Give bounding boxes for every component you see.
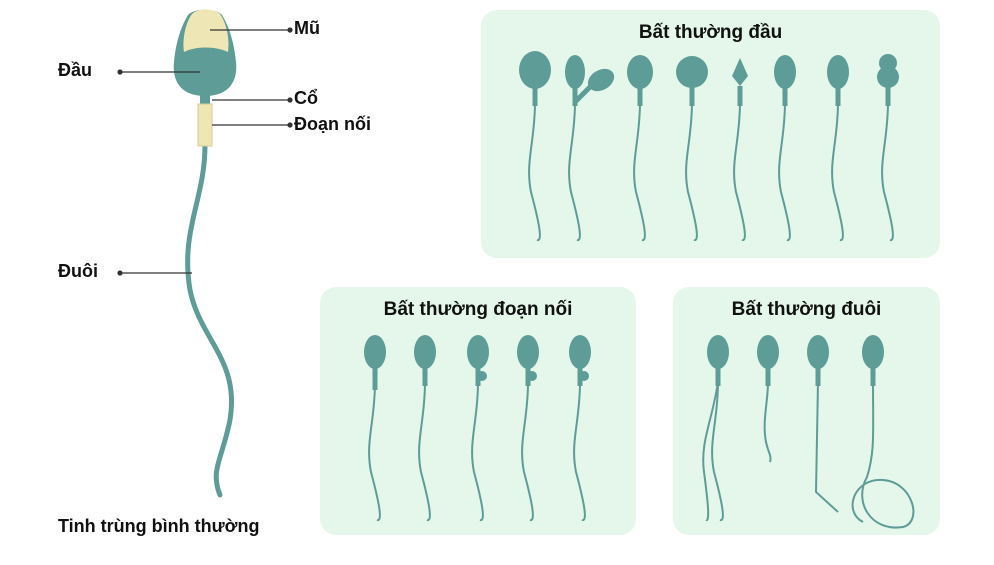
normal-midpiece — [197, 103, 213, 147]
sperm — [467, 335, 489, 521]
sperm-tail — [633, 101, 646, 241]
sperm — [757, 335, 779, 463]
sperm-tail — [685, 101, 698, 241]
sperm — [565, 55, 615, 241]
panel-title: Bất thường đầu — [638, 22, 783, 43]
sperm — [851, 335, 915, 529]
sperm-head — [414, 335, 436, 369]
sperm-head — [757, 335, 779, 369]
sperm-tail — [881, 101, 894, 241]
sperm-tail — [528, 101, 541, 241]
sperm-tail — [521, 381, 534, 521]
sperm — [676, 56, 708, 241]
sperm-midpiece — [422, 366, 428, 386]
sperm-tail — [573, 381, 586, 521]
sperm-head — [827, 55, 849, 89]
sperm-head — [732, 58, 748, 86]
sperm — [517, 335, 539, 521]
sperm-tail — [368, 381, 381, 521]
sperm-midpiece — [870, 366, 876, 386]
normal-neck — [200, 92, 210, 106]
sperm-head — [517, 335, 539, 369]
sperm-midpiece — [572, 86, 578, 106]
sperm — [519, 51, 551, 241]
sperm-head — [565, 55, 585, 89]
sperm-midpiece — [689, 86, 695, 106]
normal-tail — [185, 142, 234, 498]
sperm-midpiece — [532, 86, 538, 106]
sperm-midpiece — [815, 366, 821, 386]
sperm-tail — [763, 381, 772, 463]
caption-normal-sperm: Tinh trùng bình thường — [58, 516, 260, 536]
sperm-midpiece — [737, 86, 743, 106]
sperm — [702, 335, 729, 522]
sperm-head — [774, 55, 796, 89]
sperm-head — [807, 335, 829, 369]
normal-cap — [183, 9, 229, 52]
sperm — [414, 335, 436, 521]
sperm-tail — [814, 381, 839, 513]
panel-head-abnormal: Bất thường đầu — [481, 10, 940, 258]
sperm-head — [519, 51, 551, 89]
sperm-head — [364, 335, 386, 369]
panel-tail-abnormal: Bất thường đuôi — [673, 287, 940, 535]
sperm-head — [862, 335, 884, 369]
sperm-second-neck — [573, 85, 592, 104]
sperm-tail-extra — [702, 381, 719, 522]
sperm-head — [569, 335, 591, 369]
sperm-midpiece — [765, 366, 771, 386]
sperm — [569, 335, 591, 521]
sperm-midpiece — [372, 366, 378, 390]
sperm-tail — [851, 381, 915, 529]
sperm — [627, 55, 653, 241]
sperm-head — [676, 56, 708, 88]
sperm-tail — [831, 101, 844, 241]
sperm-tail — [711, 381, 724, 521]
sperm-head — [467, 335, 489, 369]
label-cap: Mũ — [294, 18, 320, 38]
sperm-tail — [568, 101, 581, 241]
sperm-midpiece-defect — [579, 371, 589, 381]
sperm-second-head — [587, 68, 615, 92]
sperm-tail — [733, 101, 746, 241]
sperm — [877, 54, 899, 241]
sperm-midpiece — [782, 86, 788, 106]
sperm — [732, 58, 748, 241]
sperm-head — [707, 335, 729, 369]
sperm-tail — [471, 381, 484, 521]
sperm-midpiece-defect — [527, 371, 537, 381]
sperm-head — [627, 55, 653, 89]
sperm-midpiece — [885, 86, 891, 106]
sperm-midpiece — [835, 86, 841, 106]
label-midpiece: Đoạn nối — [294, 114, 371, 134]
normal-sperm — [117, 9, 293, 498]
sperm-head-lobe — [877, 66, 899, 88]
sperm — [774, 55, 796, 241]
sperm-tail — [418, 381, 431, 521]
label-head: Đầu — [58, 60, 93, 80]
label-tail: Đuôi — [58, 261, 98, 281]
sperm-midpiece-defect — [477, 371, 487, 381]
sperm — [827, 55, 849, 241]
panel-title: Bất thường đuôi — [731, 299, 882, 320]
sperm-tail — [778, 101, 791, 241]
label-lines — [117, 27, 293, 276]
label-neck: Cổ — [294, 88, 318, 108]
panel-title: Bất thường đoạn nối — [383, 299, 573, 320]
sperm — [364, 335, 386, 521]
sperm — [807, 335, 839, 513]
sperm-midpiece — [715, 366, 721, 386]
sperm-midpiece — [637, 86, 643, 106]
